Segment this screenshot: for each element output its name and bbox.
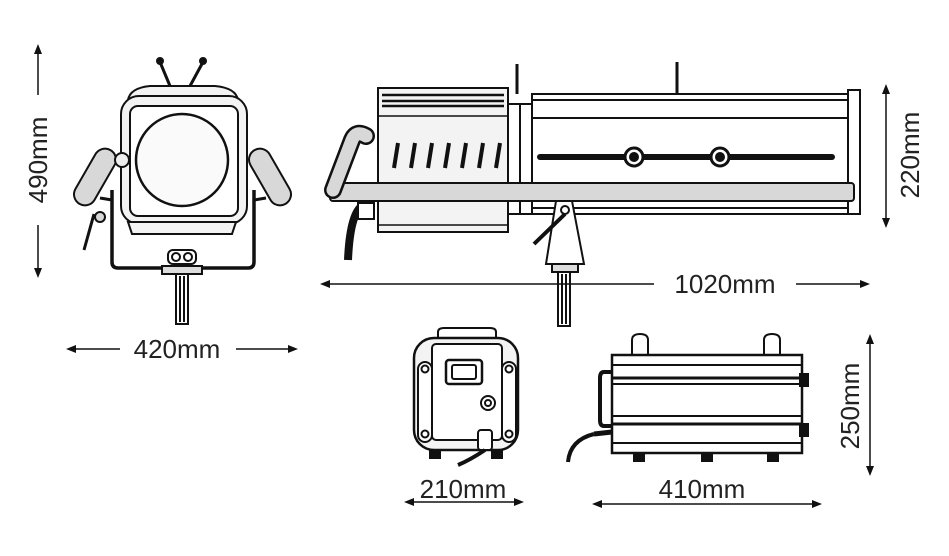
dim-front-width: 420mm xyxy=(66,334,298,364)
label-front-height: 490mm xyxy=(23,117,53,204)
label-ballast-front-width: 210mm xyxy=(420,474,507,504)
dim-side-height: 220mm xyxy=(882,84,925,228)
ballast-side-view xyxy=(566,332,809,463)
front-view xyxy=(73,57,292,325)
label-ballast-side-length: 410mm xyxy=(659,474,746,504)
label-side-height: 220mm xyxy=(895,112,925,199)
dim-ballast-side-length: 410mm xyxy=(592,474,822,508)
label-side-length: 1020mm xyxy=(674,269,775,299)
dim-side-length: 1020mm xyxy=(320,269,870,299)
dim-ballast-front-width: 210mm xyxy=(404,474,524,506)
label-ballast-height: 250mm xyxy=(835,363,865,450)
dim-front-height: 490mm xyxy=(23,44,53,278)
side-view xyxy=(324,62,861,327)
label-front-width: 420mm xyxy=(134,334,221,364)
dim-ballast-height: 250mm xyxy=(835,334,874,476)
ballast-front-view xyxy=(412,327,520,467)
